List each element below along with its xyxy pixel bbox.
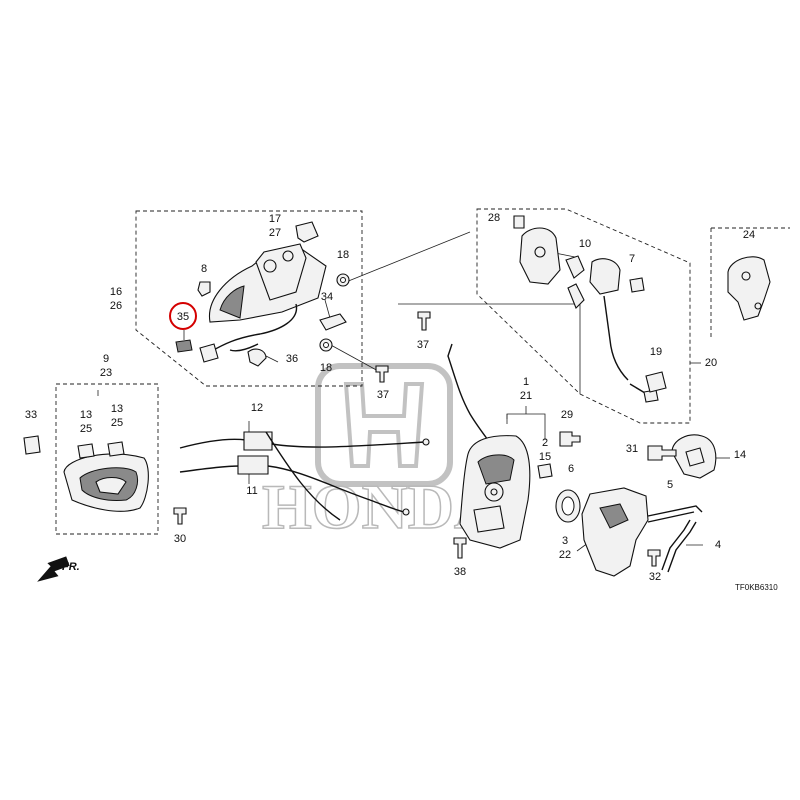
door-latch-assembly (447, 343, 531, 549)
callout-c30: 30 (174, 533, 186, 545)
callout-c16: 16 (110, 286, 122, 298)
part-7-clip (629, 277, 645, 293)
part-29-bolt (559, 431, 581, 447)
callout-c23: 23 (100, 367, 112, 379)
callout-c3: 3 (562, 535, 568, 547)
callout-c8: 8 (201, 263, 207, 275)
callout-c25a: 25 (80, 423, 92, 435)
callout-c14: 14 (734, 449, 746, 461)
callout-c24: 24 (743, 229, 755, 241)
part-8-screw (197, 281, 211, 297)
callout-c13b: 13 (111, 403, 123, 415)
part-3-protector (581, 487, 649, 577)
part-37-bolt-a (375, 365, 389, 383)
callout-c1: 1 (523, 376, 529, 388)
callout-c29: 29 (561, 409, 573, 421)
frame-lock-cylinder (476, 208, 691, 424)
callout-c12: 12 (251, 402, 263, 414)
callout-c34: 34 (321, 291, 333, 303)
part-30-screw (173, 507, 187, 525)
callout-c2: 2 (542, 437, 548, 449)
highlight-ring (169, 302, 197, 330)
inner-handle-assembly (63, 453, 149, 512)
part-18-grommet-a (336, 273, 350, 287)
callout-c25b: 25 (111, 417, 123, 429)
part-34-cap (319, 313, 347, 331)
frame-bracket (710, 227, 790, 340)
part-6-seal (555, 489, 581, 523)
part-13-clip-b (107, 441, 125, 457)
part-35-seal (175, 339, 193, 353)
part-14-striker (671, 434, 717, 479)
callout-c18b: 18 (320, 362, 332, 374)
callout-c35: 35 (177, 311, 189, 323)
callout-c11: 11 (246, 485, 257, 497)
part-13-clip-a (77, 443, 95, 459)
callout-c4: 4 (715, 539, 721, 551)
callout-c36: 36 (286, 353, 298, 365)
callout-c6: 6 (568, 463, 574, 475)
frame-outer-handle (135, 210, 363, 387)
callout-c21: 21 (520, 390, 532, 402)
callout-c20: 20 (705, 357, 717, 369)
drawing-code: TF0KB6310 (735, 583, 778, 592)
callout-c37b: 37 (417, 339, 429, 351)
part-28-screw (513, 215, 525, 229)
part-19-clip (645, 371, 667, 393)
part-24-bracket (727, 256, 771, 321)
part-38-bolt (453, 537, 467, 559)
callout-c28: 28 (488, 212, 500, 224)
part-36-clip (247, 348, 267, 367)
callout-c10: 10 (579, 238, 591, 250)
callout-c26: 26 (110, 300, 122, 312)
part-33-clip (23, 435, 41, 455)
callout-c13a: 13 (80, 409, 92, 421)
callout-c37a: 37 (377, 389, 389, 401)
part-18-grommet-b (319, 338, 333, 352)
frame-inner-handle (55, 383, 159, 535)
cable-11 (179, 431, 410, 521)
part-37-bolt-b (417, 311, 431, 331)
part-17-clip (295, 221, 319, 243)
cable-12 (179, 431, 430, 451)
part-4-rod (661, 519, 697, 573)
lock-cylinder-assembly (519, 227, 659, 403)
front-arrow: FR. (37, 556, 80, 582)
outer-handle-assembly (199, 243, 327, 363)
callout-c5: 5 (667, 479, 673, 491)
callout-c22: 22 (559, 549, 571, 561)
callout-c18a: 18 (337, 249, 349, 261)
callout-c15: 15 (539, 451, 551, 463)
callout-c32: 32 (649, 571, 661, 583)
callout-c33: 33 (25, 409, 37, 421)
callout-c27: 27 (269, 227, 281, 239)
part-5-rod (647, 505, 703, 523)
callout-c9: 9 (103, 353, 109, 365)
callout-c19: 19 (650, 346, 662, 358)
part-32-screw (647, 549, 661, 567)
part-31-bolt (647, 445, 677, 461)
callout-c7: 7 (629, 253, 635, 265)
part-15-clip (537, 463, 553, 479)
callout-c38: 38 (454, 566, 466, 578)
callout-c31: 31 (626, 443, 638, 455)
front-label: FR. (62, 561, 80, 573)
callout-c17: 17 (269, 213, 281, 225)
